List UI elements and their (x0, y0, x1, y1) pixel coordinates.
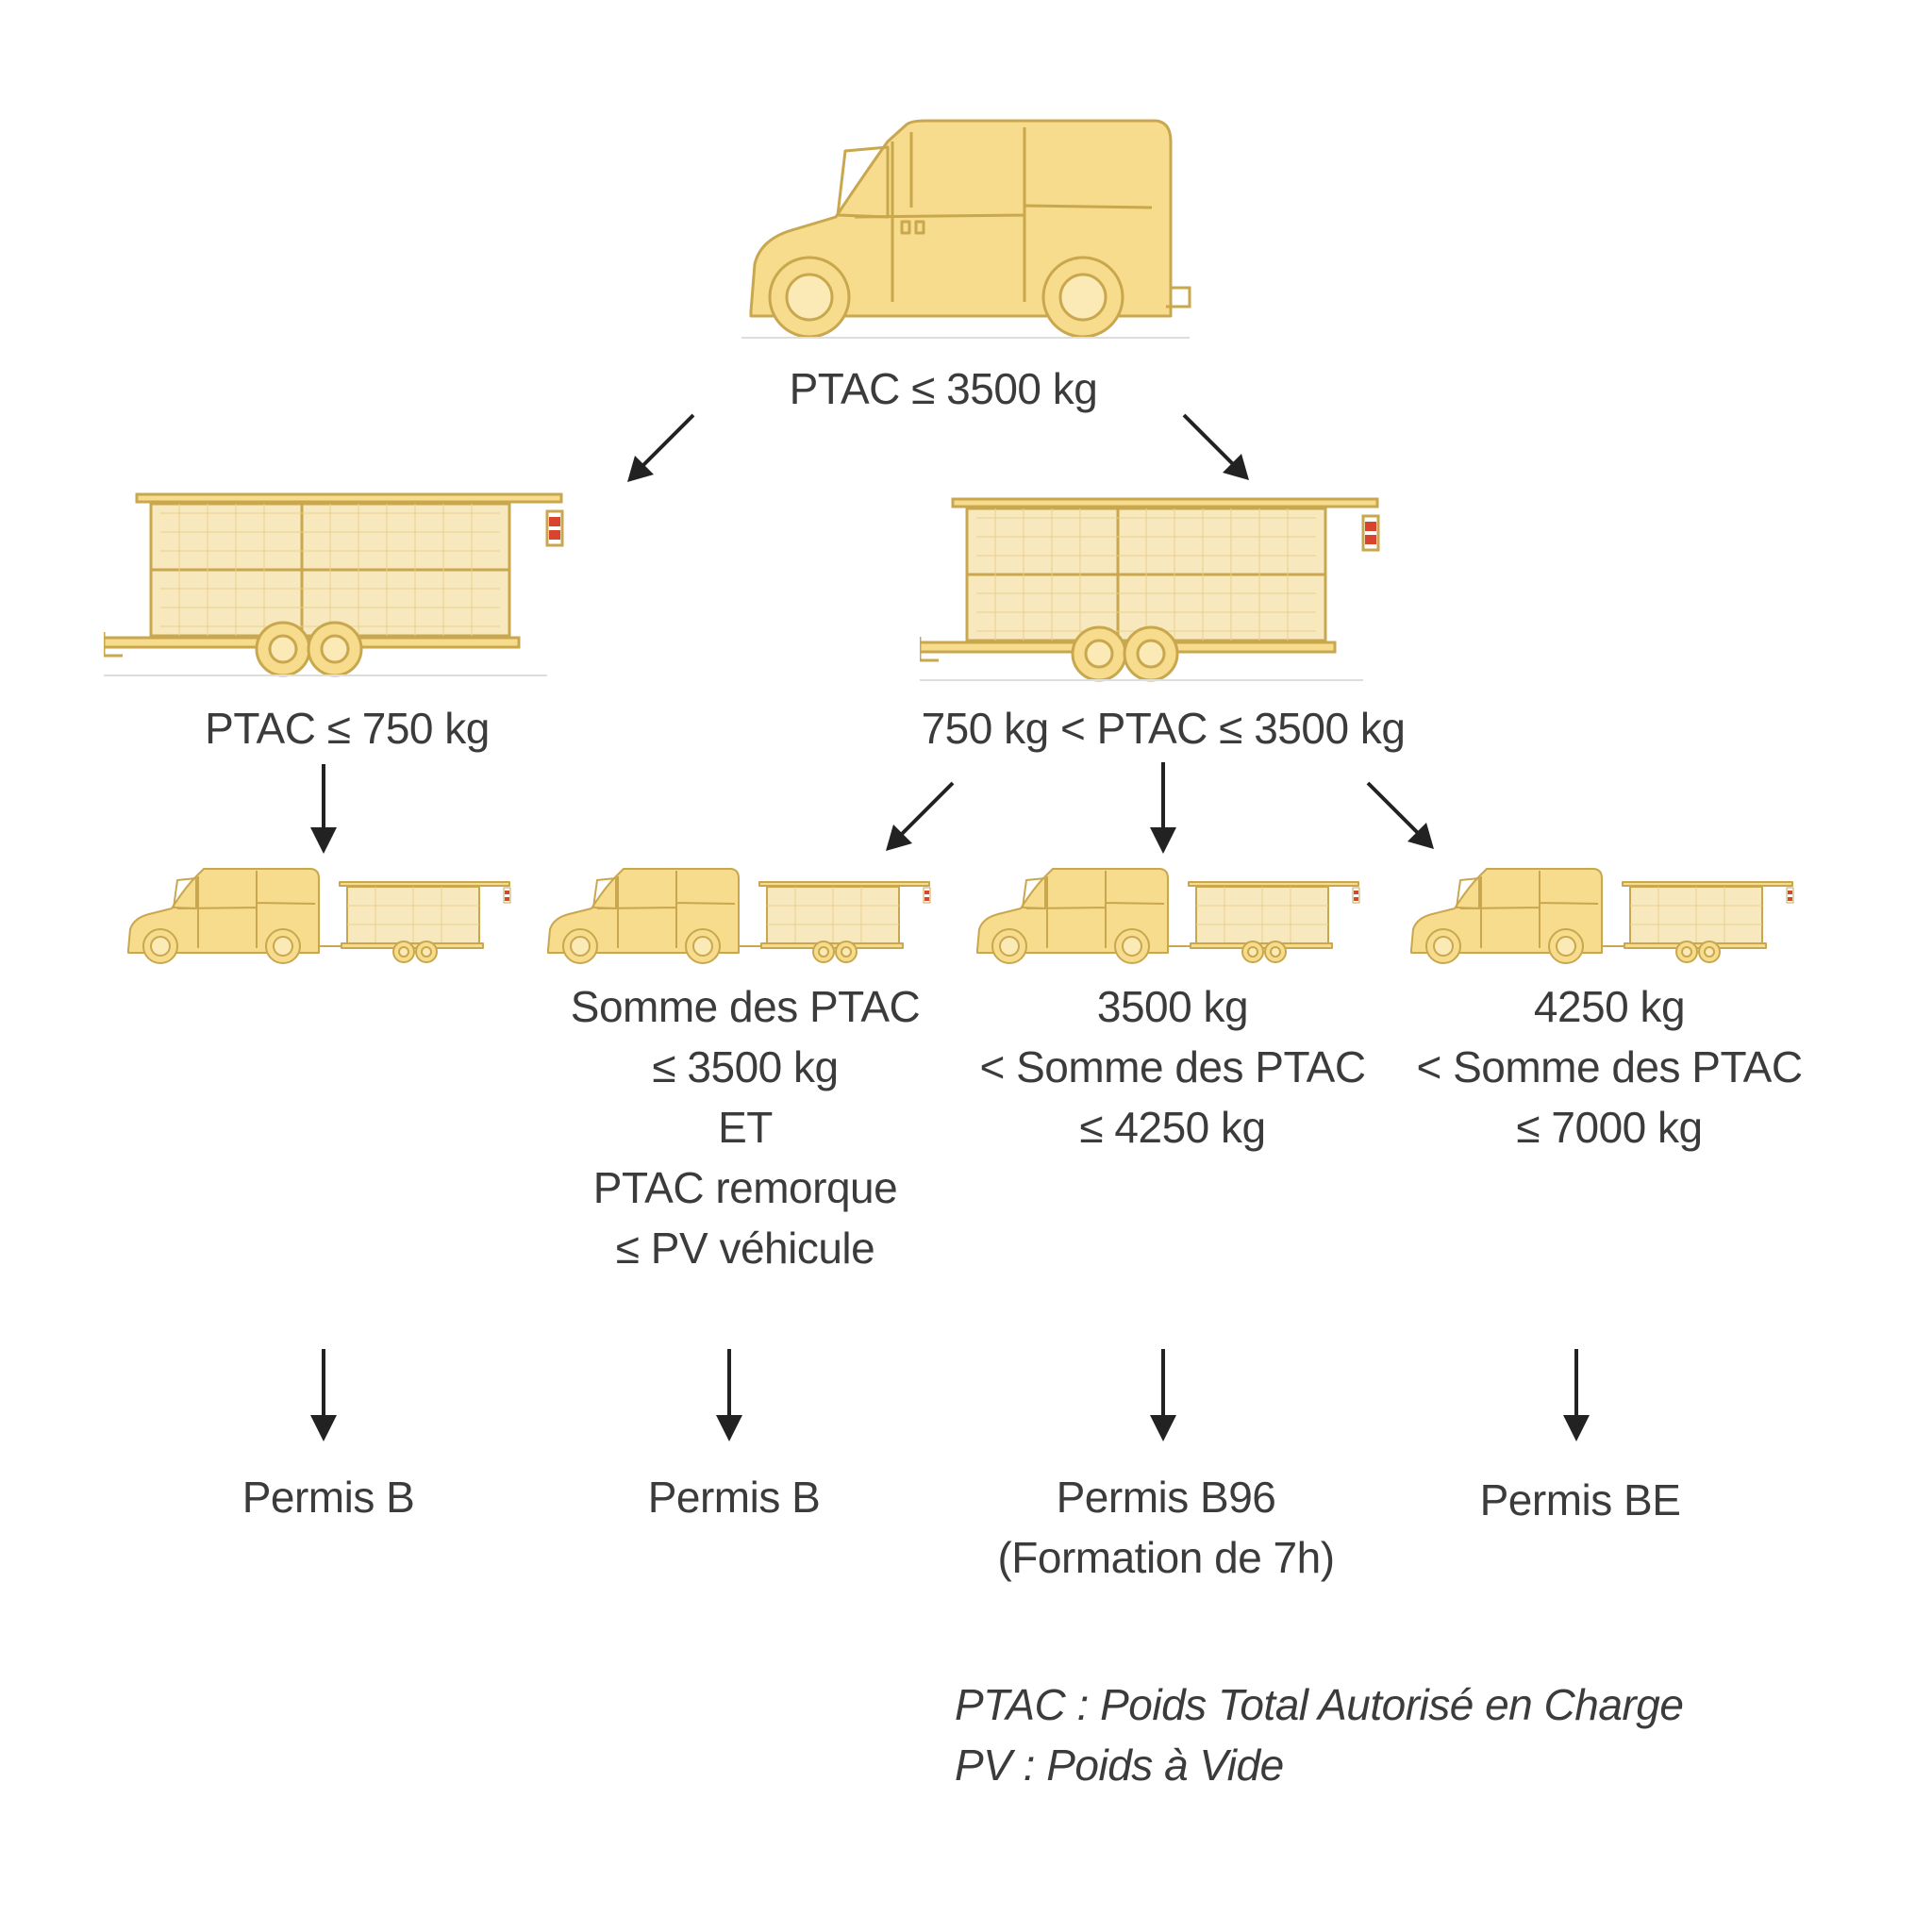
licence-case1: Permis B (242, 1473, 415, 1522)
condition-line: < Somme des PTAC (979, 1042, 1366, 1091)
condition-line: Somme des PTAC (570, 982, 921, 1031)
condition-line: PTAC remorque (592, 1163, 898, 1212)
condition-line: ≤ 4250 kg (1079, 1103, 1266, 1152)
condition-line: ET (718, 1103, 773, 1152)
case2-condition: Somme des PTAC ≤ 3500 kg ET PTAC remorqu… (570, 976, 921, 1278)
licence-line: Permis B96 (1056, 1473, 1276, 1522)
legend: PTAC : Poids Total Autorisé en Charge PV… (955, 1674, 1684, 1795)
trailer-icon (920, 497, 1380, 682)
condition-line: ≤ PV véhicule (615, 1224, 875, 1273)
legend-line: PTAC : Poids Total Autorisé en Charge (955, 1680, 1684, 1729)
licence-case2: Permis B (647, 1473, 821, 1522)
van-with-trailer-icon (127, 868, 511, 964)
trailer-icon (104, 492, 564, 677)
condition-line: ≤ 3500 kg (652, 1042, 839, 1091)
condition-line: 3500 kg (1096, 982, 1249, 1031)
licence-line: (Formation de 7h) (997, 1533, 1335, 1582)
case3-condition: 3500 kg < Somme des PTAC ≤ 4250 kg (979, 976, 1366, 1158)
licence-case4: Permis BE (1479, 1475, 1681, 1524)
condition-line: 4250 kg (1533, 982, 1686, 1031)
van-with-trailer-icon (976, 868, 1360, 964)
case4-condition: 4250 kg < Somme des PTAC ≤ 7000 kg (1416, 976, 1803, 1158)
condition-line: < Somme des PTAC (1416, 1042, 1803, 1091)
licence-case3: Permis B96 (Formation de 7h) (997, 1467, 1335, 1588)
van-icon (741, 119, 1191, 339)
van-with-trailer-icon (547, 868, 931, 964)
condition-line: ≤ 7000 kg (1516, 1103, 1703, 1152)
legend-line: PV : Poids à Vide (955, 1740, 1284, 1790)
light-trailer-label: PTAC ≤ 750 kg (205, 704, 490, 753)
root-label: PTAC ≤ 3500 kg (789, 364, 1098, 413)
van-with-trailer-icon (1410, 868, 1794, 964)
heavy-trailer-label: 750 kg < PTAC ≤ 3500 kg (921, 704, 1406, 753)
